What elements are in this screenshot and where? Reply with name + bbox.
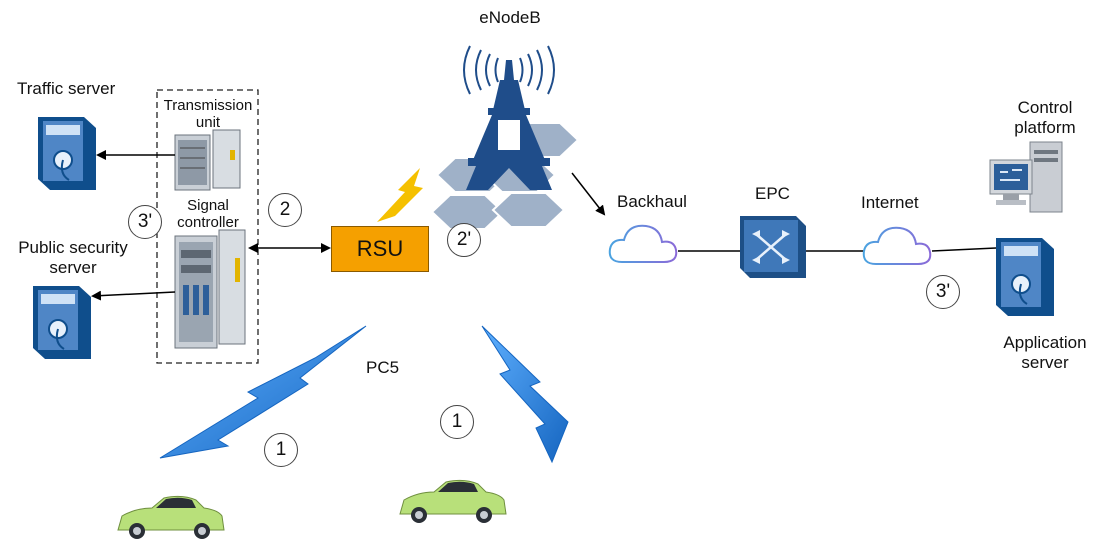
signal-controller-cabinet (174, 229, 246, 349)
internet-label: Internet (861, 193, 919, 212)
control-platform-label: Control platform (1014, 98, 1076, 137)
rsu-tower-lightning (377, 168, 423, 222)
step-3-prime-right-badge: 3' (926, 275, 960, 309)
public-security-server-icon (33, 286, 91, 359)
enodeb-tower-icon (466, 60, 552, 190)
epc-label: EPC (755, 184, 790, 203)
tower-gap (498, 120, 520, 150)
step-2-prime-badge: 2' (447, 223, 481, 257)
control-platform-icon (989, 141, 1063, 213)
enodeb-label: eNodeB (479, 8, 541, 27)
internet-cloud-icon (862, 226, 932, 265)
pc5-radio-link-right (481, 325, 569, 464)
backhaul-label: Backhaul (617, 192, 687, 211)
controller-to-security-arrow (91, 290, 176, 301)
pc5-radio-link-left (159, 325, 367, 459)
transmission-unit-label: Transmission unit (163, 97, 253, 131)
application-server-icon (996, 238, 1054, 316)
backhaul-cloud-icon (608, 224, 678, 263)
transmission-unit-cabinet (174, 129, 241, 191)
car-right-icon (399, 479, 507, 523)
antenna-waves-icon (463, 45, 555, 95)
epc-icon (740, 216, 806, 278)
traffic-server-icon (38, 117, 96, 190)
car-left-icon (117, 495, 225, 539)
rsu-box: RSU (331, 226, 429, 272)
step-2-badge: 2 (268, 193, 302, 227)
step-1-left-badge: 1 (264, 433, 298, 467)
traffic-server-label: Traffic server (17, 79, 116, 98)
step-3-prime-left-badge: 3' (128, 205, 162, 239)
step-1-right-badge: 1 (440, 405, 474, 439)
internet-appserver-line (931, 247, 997, 252)
signal-controller-label: Signal controller (177, 197, 239, 231)
public-security-server-label: Public security server (18, 238, 128, 277)
tower-to-backhaul-arrow (571, 172, 606, 216)
application-server-label: Application server (1003, 333, 1087, 372)
pc5-label: PC5 (366, 358, 400, 377)
